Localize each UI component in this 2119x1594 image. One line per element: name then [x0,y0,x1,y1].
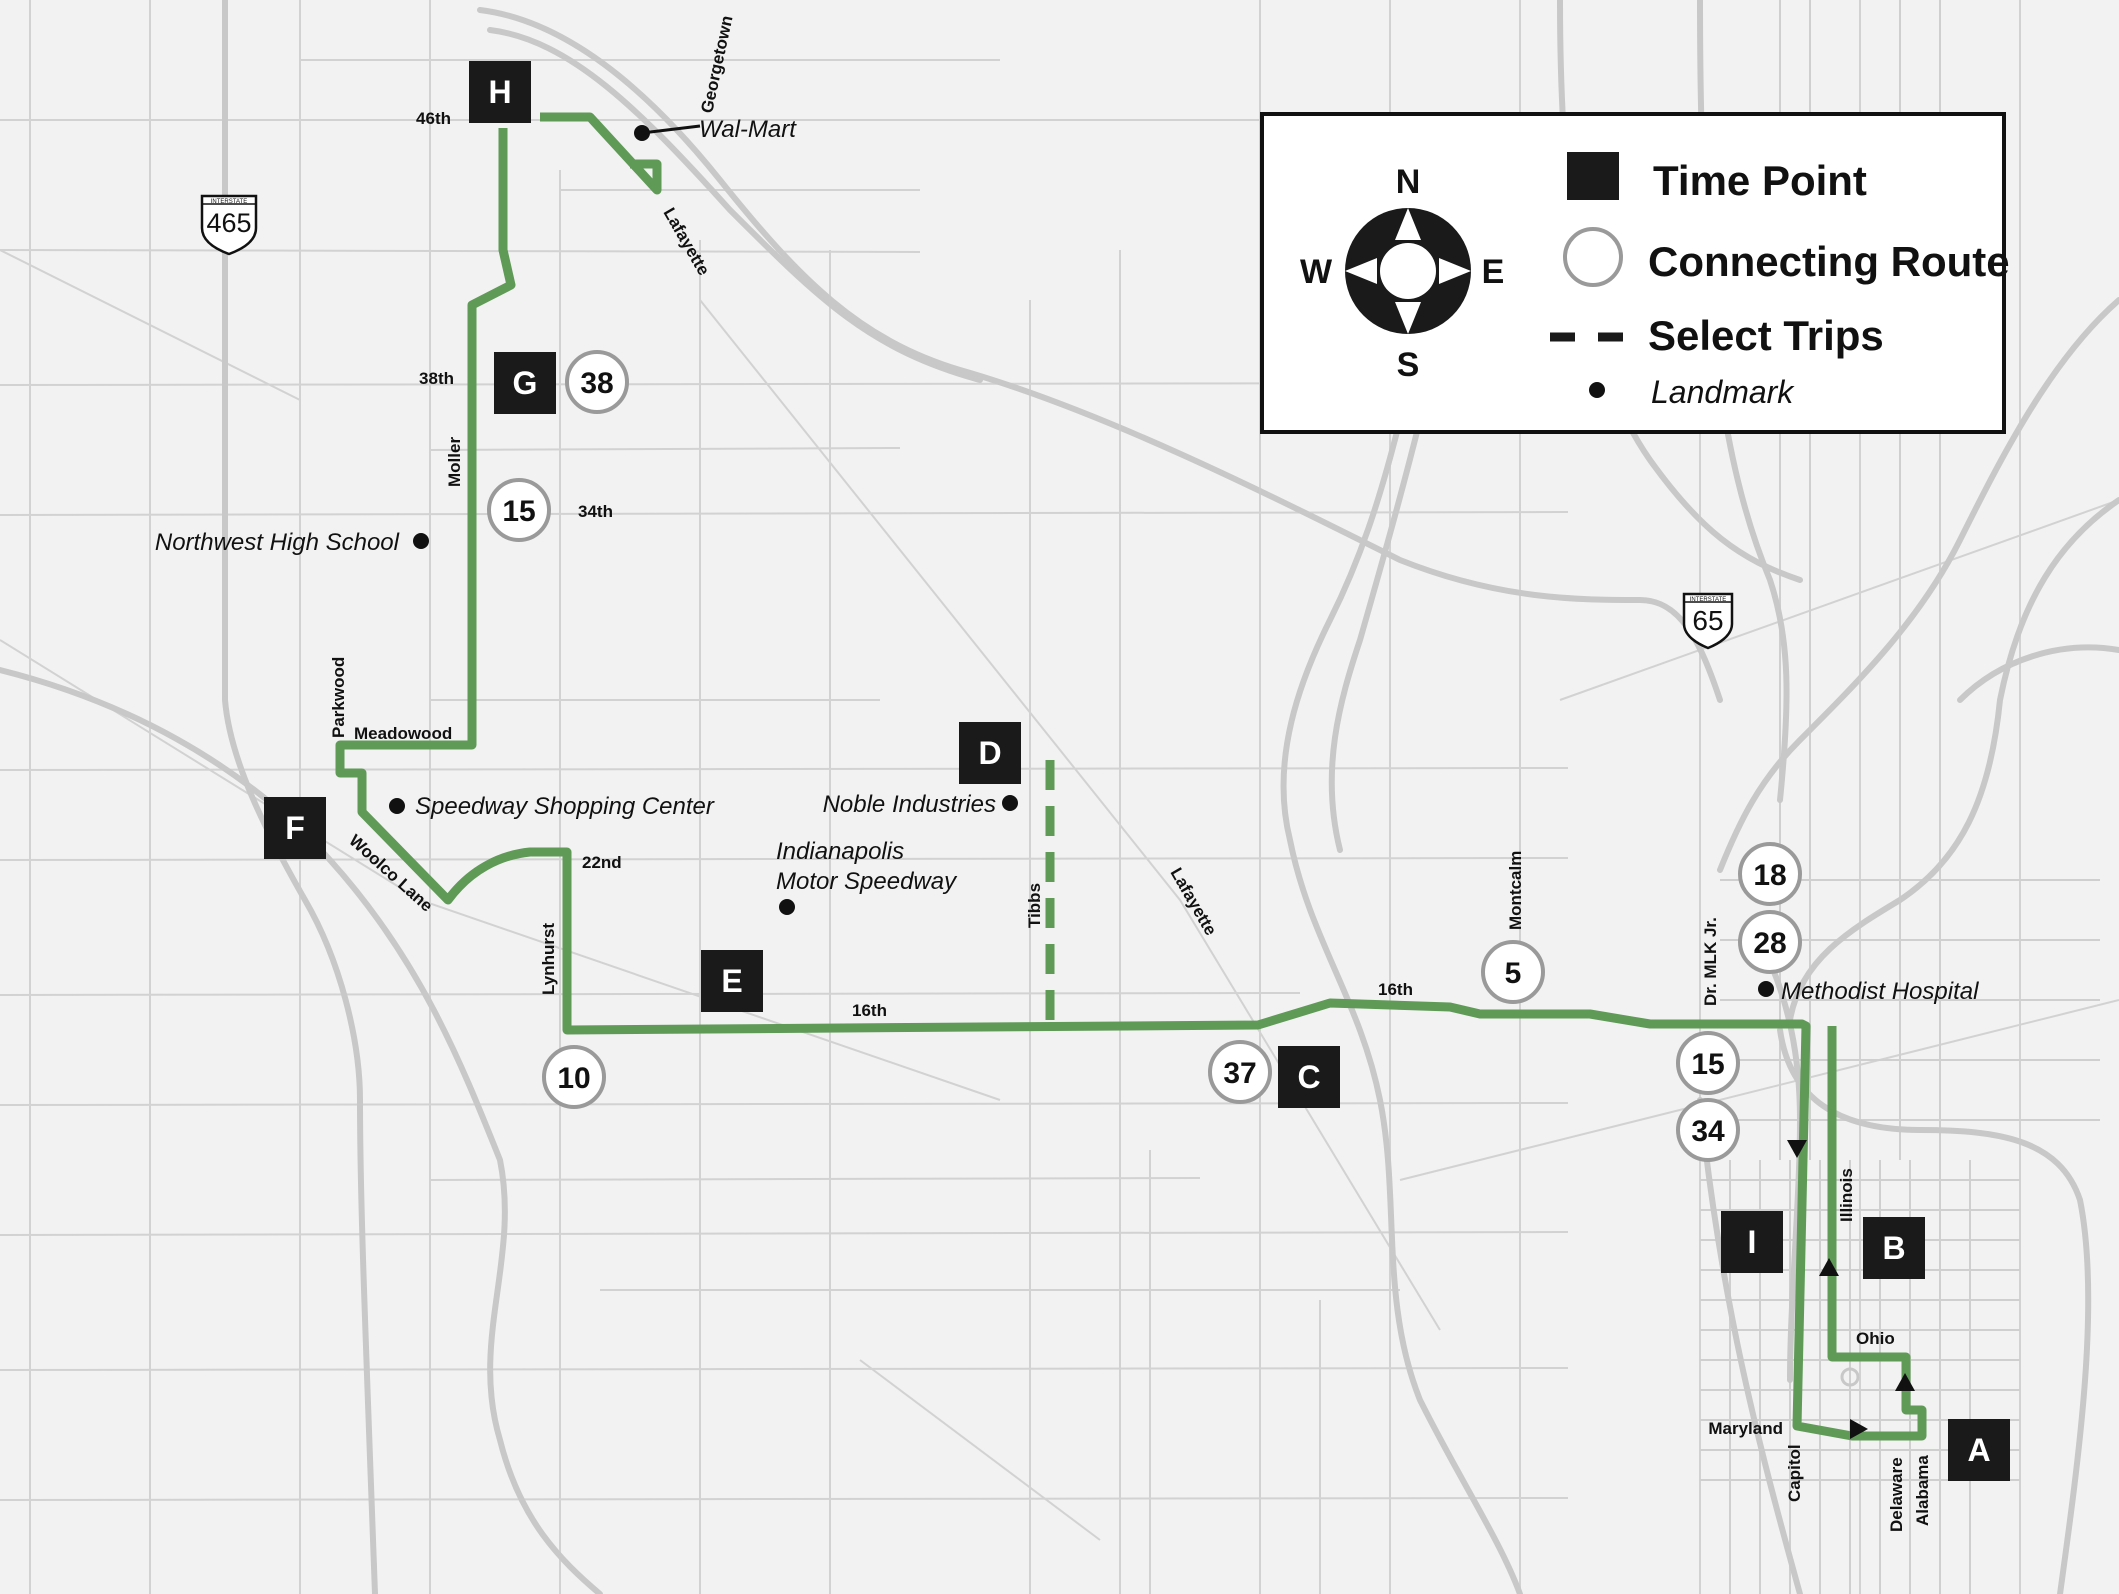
landmark-labels: Wal-Mart Northwest High School Speedway … [155,116,1979,1005]
legend-time-point-icon [1567,152,1619,200]
landmark-northwest-high-school: Northwest High School [155,529,400,556]
svg-text:5: 5 [1505,957,1522,990]
street-maryland: Maryland [1708,1419,1783,1438]
connecting-route-34: 34 [1676,1098,1740,1162]
connecting-route-37: 37 [1208,1040,1272,1104]
street-16th-east: 16th [1378,980,1413,999]
time-point-c: C [1278,1046,1340,1108]
shield-i65: INTERSTATE 65 [1682,592,1734,650]
dot-motor-speedway [779,899,795,915]
svg-text:28: 28 [1753,927,1786,960]
svg-text:34: 34 [1691,1115,1725,1148]
connecting-route-5: 5 [1481,940,1545,1004]
svg-text:B: B [1882,1230,1905,1266]
svg-text:F: F [285,810,305,846]
svg-text:G: G [513,365,538,401]
svg-text:15: 15 [502,495,535,528]
svg-text:A: A [1967,1432,1990,1468]
svg-text:C: C [1297,1059,1320,1095]
svg-text:H: H [488,74,511,110]
connecting-route-38: 38 [565,350,629,414]
dot-speedway-shopping [389,798,405,814]
street-delaware: Delaware [1887,1457,1906,1532]
street-34th: 34th [578,502,613,521]
street-tibbs: Tibbs [1025,883,1044,928]
connecting-route-28: 28 [1738,910,1802,974]
legend-time-point-label: Time Point [1653,157,1867,204]
street-46th: 46th [416,109,451,128]
time-point-f: F [264,797,326,859]
compass-e: E [1482,253,1505,291]
dot-noble-industries [1002,795,1018,811]
legend-connecting-route-icon [1563,227,1623,287]
svg-text:D: D [978,735,1001,771]
svg-text:37: 37 [1223,1057,1256,1090]
street-parkwood: Parkwood [329,657,348,738]
shield-i465-top: INTERSTATE [211,199,247,205]
dot-northwest-high-school [413,533,429,549]
street-alabama: Alabama [1913,1455,1932,1526]
compass-n: N [1396,163,1421,201]
time-point-a: A [1948,1419,2010,1481]
street-22nd: 22nd [582,853,622,872]
time-point-i: I [1721,1211,1783,1273]
time-point-g: G [494,352,556,414]
landmark-dots [389,533,1774,997]
shield-i465-number: 465 [206,208,251,238]
time-point-b: B [1863,1217,1925,1279]
time-point-d: D [959,722,1021,784]
compass-w: W [1300,253,1333,291]
street-moller: Moller [445,437,464,487]
street-illinois: Illinois [1837,1168,1856,1222]
street-lynhurst: Lynhurst [539,923,558,995]
svg-text:18: 18 [1753,859,1786,892]
route-arrows [634,124,1915,1439]
landmark-indianapolis: Indianapolis [776,838,904,865]
shield-i65-number: 65 [1692,605,1723,636]
connecting-route-15-north: 15 [487,478,551,542]
street-16th-west: 16th [852,1001,887,1020]
street-capitol: Capitol [1785,1444,1804,1502]
street-meadowood: Meadowood [354,724,452,743]
legend-connecting-route-label: Connecting Route [1648,238,2010,285]
street-38th: 38th [419,369,454,388]
legend-select-trips-label: Select Trips [1648,312,1884,359]
time-point-h: H [469,61,531,123]
legend-landmark-label: Landmark [1651,374,1795,410]
svg-text:15: 15 [1691,1048,1724,1081]
landmark-speedway-shopping-center: Speedway Shopping Center [415,793,715,820]
compass-s: S [1397,346,1420,384]
arrow-north-delaware [1895,1373,1915,1391]
street-dr-mlk-jr: Dr. MLK Jr. [1701,917,1720,1006]
svg-text:I: I [1748,1224,1757,1260]
arrow-south-capitol [1787,1140,1807,1158]
connecting-route-15-south: 15 [1676,1031,1740,1095]
shield-i65-top: INTERSTATE [1690,597,1726,603]
landmark-motor-speedway: Motor Speedway [776,868,958,895]
time-point-e: E [701,950,763,1012]
shield-i465: INTERSTATE 465 [200,194,258,256]
connecting-route-10: 10 [542,1045,606,1109]
route-line [335,112,1927,1441]
svg-text:38: 38 [580,367,613,400]
landmark-noble-industries: Noble Industries [823,791,996,818]
landmark-methodist-hospital: Methodist Hospital [1781,978,1979,1005]
connecting-route-18: 18 [1738,842,1802,906]
svg-text:E: E [721,963,742,999]
dot-methodist-hospital [1758,981,1774,997]
arrow-east-maryland [1850,1419,1868,1439]
svg-text:10: 10 [557,1062,590,1095]
legend-landmark-icon [1589,382,1605,398]
landmark-wal-mart: Wal-Mart [699,116,797,143]
legend: N S E W Time Point Connecting Route Sele… [1260,112,2010,434]
compass-icon: N S E W [1300,163,1504,384]
arrow-north-illinois [1819,1258,1839,1276]
street-montcalm: Montcalm [1506,851,1525,930]
street-ohio: Ohio [1856,1329,1895,1348]
